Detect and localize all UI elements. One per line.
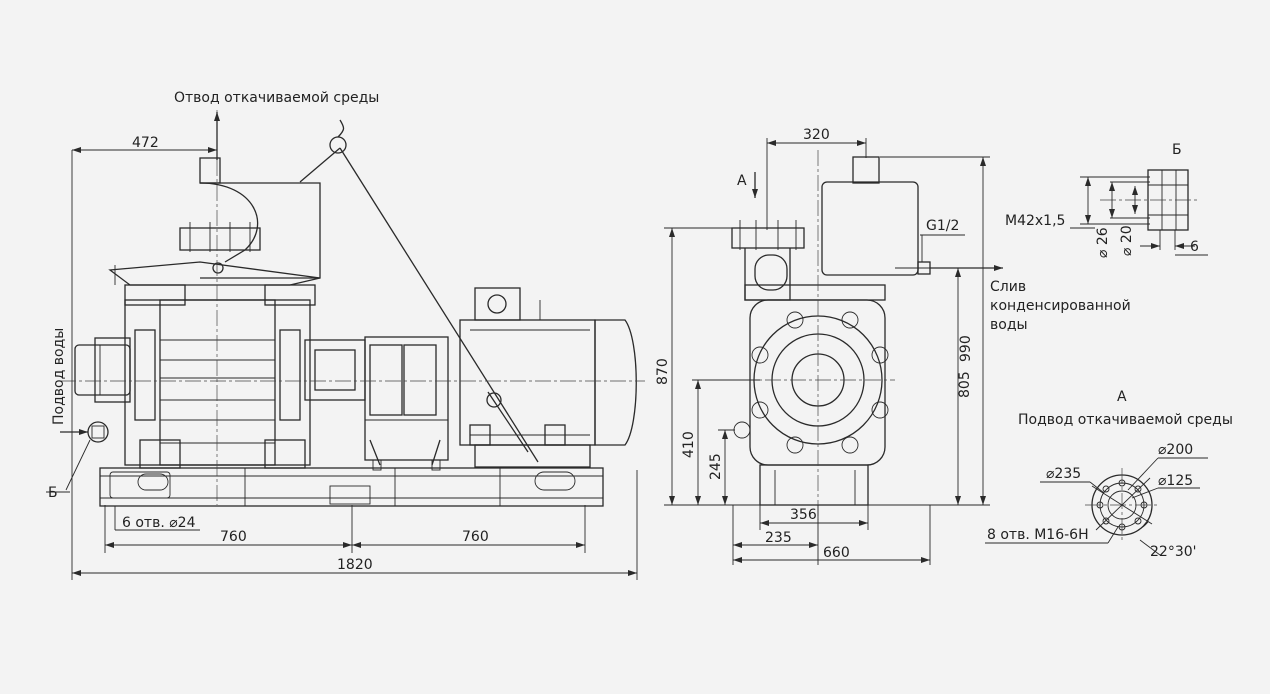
dim-6: 6 bbox=[1190, 239, 1199, 255]
label-view-a-caption: Подвод откачиваемой среды bbox=[1018, 412, 1233, 428]
dim-1820: 1820 bbox=[337, 557, 373, 573]
dim-angle: 22°30' bbox=[1150, 544, 1196, 560]
dim-410: 410 bbox=[681, 431, 697, 458]
dim-870: 870 bbox=[655, 358, 671, 385]
right-bearing bbox=[304, 339, 366, 401]
front-view bbox=[731, 150, 1003, 520]
label-drain-1: Слив bbox=[990, 279, 1026, 295]
dim-805: 805 bbox=[957, 371, 973, 398]
dim-320: 320 bbox=[803, 127, 830, 143]
label-view-a-title: А bbox=[1117, 389, 1127, 405]
dim-760-left: 760 bbox=[220, 529, 247, 545]
label-discharge: Отвод откачиваемой среды bbox=[174, 90, 379, 106]
label-water-inlet: Подвод воды bbox=[51, 328, 67, 425]
dim-235: 235 bbox=[765, 530, 792, 546]
dim-d20: ⌀ 20 bbox=[1119, 225, 1135, 256]
pump-body bbox=[124, 284, 316, 469]
label-view-b-marker: Б bbox=[48, 485, 58, 501]
callout-g-thread: G1/2 bbox=[920, 218, 965, 262]
dim-d235: ⌀235 bbox=[1046, 466, 1081, 482]
dim-356: 356 bbox=[790, 507, 817, 523]
left-bearing bbox=[60, 337, 131, 443]
coupling bbox=[364, 336, 449, 471]
front-dimensions: 320 870 410 245 805 990 356 235 660 bbox=[655, 127, 990, 565]
label-drain-2: конденсированной bbox=[990, 298, 1131, 314]
label-thread-m42: М42х1,5 bbox=[1005, 213, 1065, 229]
dim-990: 990 bbox=[958, 335, 974, 362]
detail-a: А Подвод откачиваемой среды ⌀200 ⌀235 ⌀1… bbox=[985, 389, 1233, 560]
label-view-a-arrow: А bbox=[737, 173, 747, 189]
dim-760-right: 760 bbox=[462, 529, 489, 545]
detail-b: Б М42х1,5 ⌀ 26 ⌀ 20 6 bbox=[1005, 142, 1208, 258]
dim-245: 245 bbox=[708, 453, 724, 480]
side-view bbox=[60, 110, 645, 507]
discharge-housing bbox=[108, 157, 321, 286]
dim-d125: ⌀125 bbox=[1158, 473, 1193, 489]
label-g-thread: G1/2 bbox=[926, 218, 959, 234]
side-dimensions: 472 760 760 1820 6 отв. ⌀24 bbox=[71, 135, 638, 580]
sling bbox=[299, 119, 539, 463]
label-drain-3: воды bbox=[990, 317, 1028, 333]
label-view-b-title: Б bbox=[1172, 142, 1182, 158]
motor bbox=[459, 287, 637, 468]
label-holes-d24: 6 отв. ⌀24 bbox=[122, 515, 196, 531]
callout-b: Б bbox=[46, 439, 91, 501]
dim-d26: ⌀ 26 bbox=[1095, 227, 1111, 258]
base-frame bbox=[99, 467, 604, 507]
label-holes-m16: 8 отв. М16-6Н bbox=[987, 527, 1089, 543]
dim-d200: ⌀200 bbox=[1158, 442, 1193, 458]
dim-472: 472 bbox=[132, 135, 159, 151]
dim-660: 660 bbox=[823, 545, 850, 561]
